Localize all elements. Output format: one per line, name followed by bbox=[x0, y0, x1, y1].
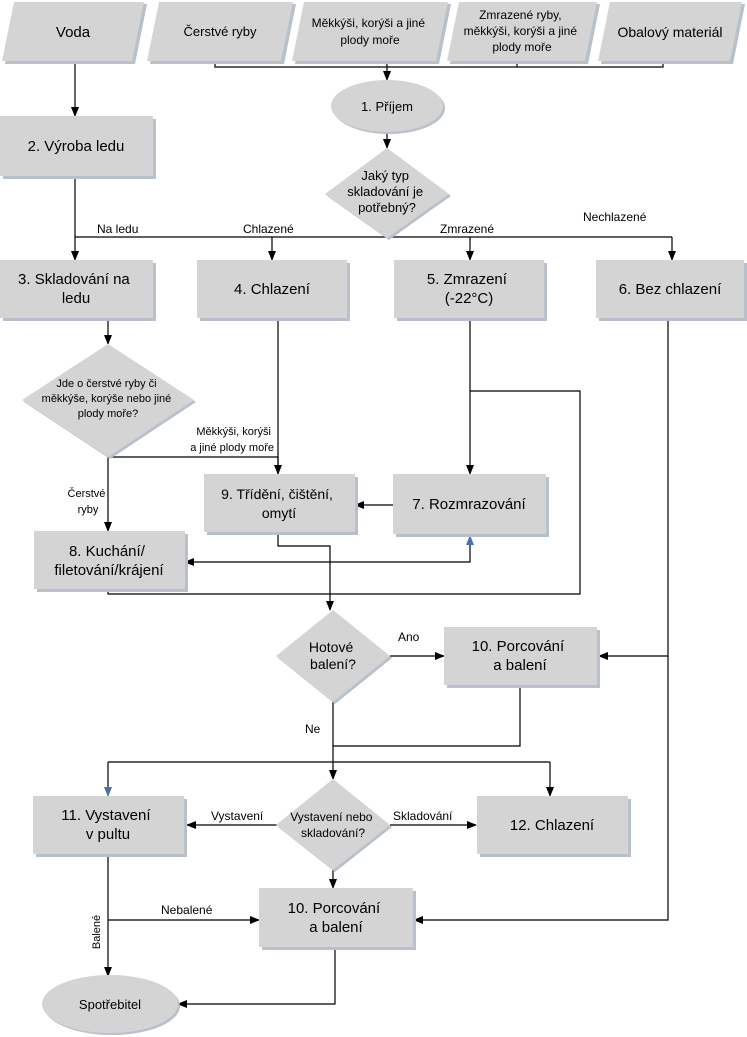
step-prijem: 1. Příjem bbox=[331, 80, 445, 134]
edge-label-skladovani: Skladování bbox=[393, 809, 453, 823]
connectors bbox=[71, 62, 676, 1008]
edge-label-na-ledu: Na ledu bbox=[97, 222, 138, 236]
input-mekkysi: Měkkýši, korýši a jiné plody moře bbox=[292, 2, 451, 64]
input-voda-label: Voda bbox=[56, 24, 91, 41]
edge-labels: Na ledu Chlazené Zmrazené Nechlazené Měk… bbox=[68, 210, 647, 949]
edge-label-zmrazene: Zmrazené bbox=[440, 222, 494, 236]
input-cerstve-ryby: Čerstvé ryby bbox=[147, 2, 296, 64]
step-trideni: 9. Třídění, čištění, omytí bbox=[204, 474, 358, 535]
decision-hotove-baleni: Hotové balení? bbox=[276, 610, 392, 704]
step-rozmrazovani-label: 7. Rozmrazování bbox=[412, 496, 526, 513]
input-voda: Voda bbox=[2, 2, 147, 64]
edge-label-ano: Ano bbox=[398, 630, 420, 644]
decision-cerstve-label: Jde o čerstvé ryby či měkkýše, korýše ne… bbox=[42, 378, 175, 420]
step-zmrazeni-label: 5. Zmrazení (-22°C) bbox=[427, 271, 511, 307]
step-rozmrazovani: 7. Rozmrazování bbox=[393, 474, 549, 537]
edge-label-nechlazene: Nechlazené bbox=[583, 210, 647, 224]
step-spotrebitel: Spotřebitel bbox=[42, 975, 180, 1035]
step-porcovani-2-label: 10. Porcování a balení bbox=[288, 900, 385, 936]
edge-label-cerstve: Čerstvé ryby bbox=[68, 487, 109, 516]
step-vystaveni: 11. Vystavení v pultu bbox=[33, 796, 187, 857]
step-trideni-label: 9. Třídění, čištění, omytí bbox=[221, 486, 337, 521]
decision-vystaveni-label: Vystavení nebo skladování? bbox=[290, 810, 376, 840]
input-obal-label: Obalový materiál bbox=[617, 24, 722, 40]
step-spotrebitel-label: Spotřebitel bbox=[79, 997, 141, 1012]
step-zmrazeni: 5. Zmrazení (-22°C) bbox=[394, 260, 547, 321]
input-zmrazene-label: Zmrazené ryby, měkkýši, korýši a jiné pl… bbox=[464, 8, 581, 54]
edge-label-chlazene: Chlazené bbox=[243, 222, 294, 236]
edge-label-vystaveni: Vystavení bbox=[211, 809, 264, 823]
step-vyroba-ledu: 2. Výroba ledu bbox=[0, 116, 156, 179]
step-vyroba-ledu-label: 2. Výroba ledu bbox=[28, 138, 125, 155]
edge-label-balene: Balené bbox=[91, 915, 103, 949]
step-kuchani-label: 8. Kuchání/ filetování/krájení bbox=[54, 543, 164, 579]
step-porcovani-2: 10. Porcování a balení bbox=[259, 888, 416, 950]
step-bez-chlazeni-label: 6. Bez chlazení bbox=[619, 281, 722, 298]
decision-typ-skladovani: Jaký typ skladování je potřebný? bbox=[325, 148, 451, 240]
step-skladovani-led: 3. Skladování na ledu bbox=[0, 260, 156, 321]
input-zmrazene: Zmrazené ryby, měkkýši, korýši a jiné pl… bbox=[447, 2, 600, 64]
step-vystaveni-label: 11. Vystavení v pultu bbox=[61, 807, 154, 843]
input-mekkysi-label: Měkkýši, korýši a jiné plody moře bbox=[312, 16, 429, 47]
step-kuchani: 8. Kuchání/ filetování/krájení bbox=[34, 531, 188, 592]
step-chlazeni-12-label: 12. Chlazení bbox=[510, 817, 595, 834]
edge-label-mekkysi: Měkkýši, korýši a jiné plody moře bbox=[190, 426, 274, 454]
step-prijem-label: 1. Příjem bbox=[361, 99, 413, 114]
edge-label-ne: Ne bbox=[305, 722, 321, 736]
step-skladovani-led-label: 3. Skladování na ledu bbox=[18, 271, 134, 307]
step-porcovani-1-label: 10. Porcování a balení bbox=[472, 638, 569, 674]
decision-vystaveni-nebo: Vystavení nebo skladování? bbox=[276, 779, 392, 872]
decision-typ-label: Jaký typ skladování je potřebný? bbox=[347, 168, 427, 215]
decision-hotove-label: Hotové balení? bbox=[309, 639, 357, 672]
decision-cerstve-ci: Jde o čerstvé ryby či měkkýše, korýše ne… bbox=[22, 344, 196, 459]
step-porcovani-1: 10. Porcování a balení bbox=[444, 627, 600, 688]
step-chlazeni: 4. Chlazení bbox=[197, 260, 350, 321]
input-obalovy-material: Obalový materiál bbox=[598, 2, 745, 64]
input-ryby-label: Čerstvé ryby bbox=[184, 24, 257, 39]
step-chlazeni-12: 12. Chlazení bbox=[477, 796, 631, 857]
step-bez-chlazeni: 6. Bez chlazení bbox=[596, 260, 747, 321]
step-chlazeni-label: 4. Chlazení bbox=[234, 281, 311, 298]
edge-label-nebalene: Nebalené bbox=[161, 903, 213, 917]
